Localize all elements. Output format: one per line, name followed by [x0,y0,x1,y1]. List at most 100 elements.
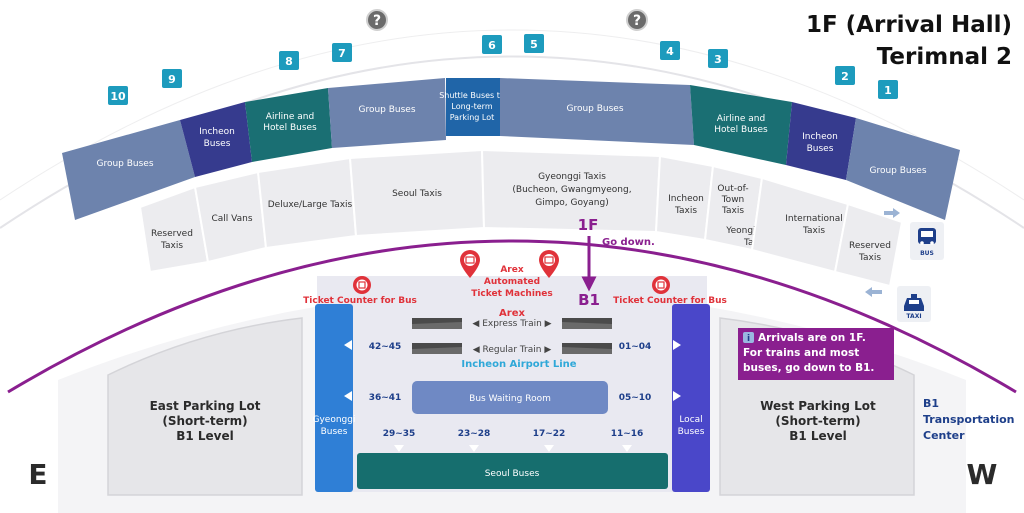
zone-label: Taxis [674,206,697,216]
group-buses-zone-mid-right [500,78,694,145]
taxi-curb: Reserved Taxis Call Vans Deluxe/Large Ta… [138,148,904,288]
gate-badge: 6 [482,35,502,54]
gate-number: 2 [841,70,849,83]
arex-machines-label: Automated [484,277,540,287]
zone-label: Buses [204,139,231,149]
zone-label: Reserved [151,229,193,239]
reserved-taxis-zone-right [833,202,904,288]
gate-badge: 8 [279,51,299,70]
bus-curb: Group Buses Incheon Buses Airline and Ho… [62,78,960,220]
floor-b1-label: B1 [578,291,600,309]
gate-badge: 9 [162,69,182,88]
zone-label: Buses [807,144,834,154]
zone-label: Incheon [802,132,838,142]
bottom-gate-label: 17~22 [533,429,566,439]
help-icon-glyph: ? [373,13,381,29]
gate-number: 3 [714,53,722,66]
airline-hotel-buses-zone-right [690,85,792,165]
east-parking-lot [107,317,303,496]
bottom-gate-range: 17~22 [533,429,566,452]
gate-number: 9 [168,73,176,86]
gate-range-right-lower: 05~10 [619,391,681,403]
zone-label: Long-term [451,102,492,111]
zone-label: Deluxe/Large Taxis [268,200,353,210]
zone-label: Incheon [199,127,235,137]
bus-waiting-room [412,381,608,414]
zone-label: Taxis [802,226,825,236]
gate-badge: 7 [332,43,352,62]
info-box-text: Arrivals are on 1F. [758,332,866,344]
gate-range-left-lower: 36~41 [344,391,401,403]
compass-east: E [28,458,47,491]
compass-west: W [967,458,998,491]
airline-hotel-buses-zone-left [245,88,332,162]
regular-train-platform [412,343,612,354]
zone-label: Hotel Buses [263,123,317,133]
local-buses-label: Local [679,415,702,425]
gate-number: 8 [285,55,293,68]
gyeonggi-buses-label: Buses [321,427,348,437]
go-down-label: Go down. [602,237,655,248]
arrow-left-icon [865,287,882,297]
bottom-gate-range: 11~16 [611,429,643,452]
b1-center-label: Center [923,429,965,442]
gyeonggi-buses-bar [315,304,353,492]
gate-number: 5 [530,38,538,51]
west-parking-lot-label: (Short-term) [775,414,860,428]
incheon-airport-line-label: Incheon Airport Line [461,359,576,370]
ticket-counter-icon [652,276,670,294]
gate-number: 1 [884,84,892,97]
info-box [738,328,894,380]
zone-label: Shuttle Buses to [439,91,505,100]
regular-train-label: ◀ Regular Train ▶ [473,345,552,355]
down-arrow-icon [544,445,554,452]
local-buses-bar [672,304,710,492]
zone-label: Airline and [717,114,765,124]
zone-label: Taxis [721,206,744,216]
international-taxis-zone [750,176,850,274]
help-icon[interactable]: ? [626,9,648,31]
page-title: 1F (Arrival Hall) [806,12,1012,38]
shuttle-buses-zone [446,78,500,136]
seoul-buses-label: Seoul Buses [485,469,540,479]
incheon-buses-zone-left [180,102,252,177]
outer-road-line-2 [0,29,1024,201]
ticket-counter-left-label: Ticket Counter for Bus [303,296,417,306]
svg-text:42~45: 42~45 [369,342,402,352]
gate-number: 10 [110,90,126,103]
zone-label: International [785,214,842,224]
bottom-gate-ranges: 29~35 23~28 17~22 11~16 [383,429,643,452]
zone-label: Town [721,195,745,205]
zone-label: Group Buses [96,159,153,169]
arex-machines-label: Arex [500,265,524,275]
west-parking-lot-label: West Parking Lot [760,399,876,413]
gate-number: 7 [338,47,346,60]
bus-legend-label: BUS [920,250,934,257]
down-arrow-icon [469,445,479,452]
svg-text:01~04: 01~04 [619,342,652,352]
taxi-icon [904,298,924,311]
taxi-legend: TAXI [897,286,931,322]
gyeonggi-buses-label: Gyeonggi [313,415,356,425]
zone-label: Call Vans [211,214,252,224]
zone-label: (Bucheon, Gwangmyeong, [512,185,631,195]
seoul-buses-bar [357,453,668,489]
west-parking-lot-label: B1 Level [789,429,847,443]
express-train-label: ◀ Express Train ▶ [472,319,551,329]
info-box-text: For trains and most [743,347,859,359]
bus-waiting-room-label: Bus Waiting Room [469,394,551,404]
zone-label: Group Buses [358,105,415,115]
help-icon[interactable]: ? [366,9,388,31]
gate-badge: 2 [835,66,855,85]
bus-legend: BUS [910,222,944,260]
gate-badge: 1 [878,80,898,99]
arex-machines-label: Ticket Machines [471,289,553,299]
info-icon [743,332,754,343]
express-train-platform [412,318,612,329]
bottom-gate-range: 23~28 [458,429,491,452]
bottom-gate-label: 23~28 [458,429,491,439]
down-arrow-icon [622,445,632,452]
bottom-gate-label: 29~35 [383,429,416,439]
zone-label: Hotel Buses [714,125,768,135]
